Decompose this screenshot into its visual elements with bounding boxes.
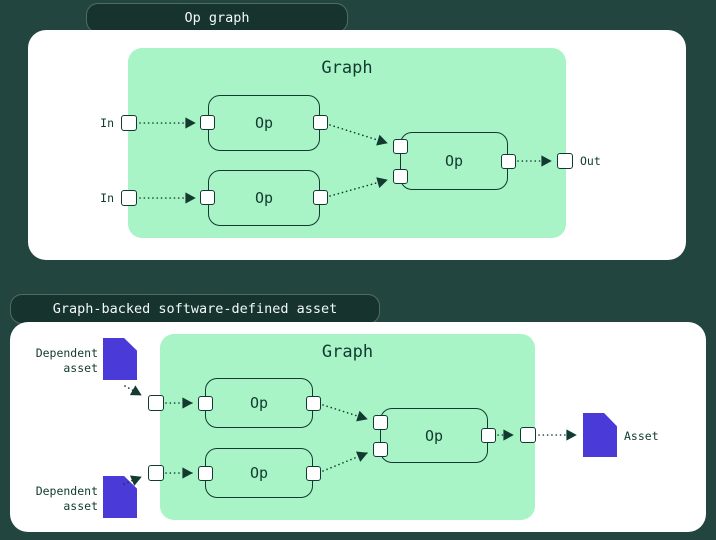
- op-input-port: [200, 190, 215, 205]
- in-port: [121, 115, 137, 131]
- op-output-port: [306, 466, 321, 481]
- op-input-port: [198, 396, 213, 411]
- op-output-port: [313, 190, 328, 205]
- op-node: Op: [400, 132, 508, 190]
- asset-io-port: [520, 427, 536, 443]
- op-input-port: [373, 442, 388, 457]
- op-label: Op: [424, 426, 444, 445]
- tab-op-graph: Op graph: [86, 3, 348, 33]
- graph-title: Graph: [321, 58, 373, 78]
- out-port: [557, 153, 573, 169]
- in-label: In: [100, 116, 114, 130]
- op-node: Op: [208, 170, 320, 226]
- tab-op-graph-label: Op graph: [184, 10, 250, 26]
- asset-io-port: [148, 395, 164, 411]
- tab-asset-graph: Graph-backed software-defined asset: [10, 294, 380, 324]
- op-input-port: [393, 139, 408, 154]
- dependent-asset-label: Dependent asset: [35, 346, 98, 375]
- op-label: Op: [254, 189, 274, 207]
- op-node: Op: [208, 95, 320, 151]
- op-label: Op: [249, 394, 269, 412]
- op-label: Op: [249, 464, 269, 482]
- out-label: Out: [580, 154, 601, 168]
- op-output-port: [481, 428, 496, 443]
- op-input-port: [373, 415, 388, 430]
- op-input-port: [393, 169, 408, 184]
- in-label: In: [100, 191, 114, 205]
- in-port: [121, 190, 137, 206]
- op-node: Op: [205, 378, 313, 428]
- op-input-port: [200, 115, 215, 130]
- op-label: Op: [254, 114, 274, 132]
- op-output-port: [306, 396, 321, 411]
- op-node: Op: [205, 448, 313, 498]
- op-output-port: [501, 154, 516, 169]
- asset-label: Asset: [624, 429, 659, 443]
- graph-title: Graph: [321, 342, 374, 362]
- dependent-asset-label: Dependent asset: [35, 484, 98, 513]
- op-label: Op: [444, 152, 464, 170]
- op-output-port: [313, 115, 328, 130]
- op-input-port: [198, 466, 213, 481]
- op-node: Op: [380, 408, 488, 463]
- tab-asset-graph-label: Graph-backed software-defined asset: [52, 301, 338, 317]
- asset-io-port: [148, 465, 164, 481]
